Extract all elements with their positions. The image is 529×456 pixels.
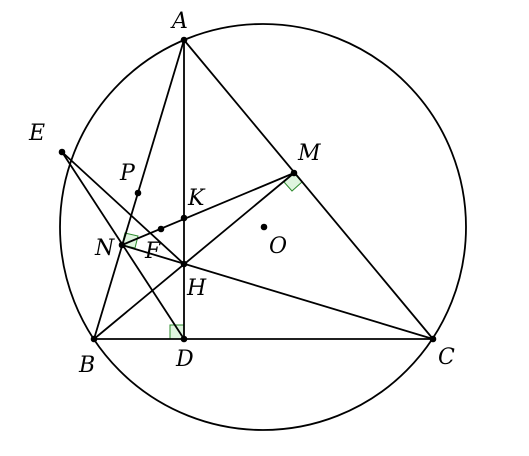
label-d: D (175, 347, 194, 372)
point-h (180, 260, 188, 268)
label-b: B (78, 353, 95, 378)
segment-bm (93, 172, 295, 340)
label-c: C (438, 345, 455, 370)
point-b (90, 335, 98, 343)
point-f (157, 225, 165, 233)
label-p: P (119, 161, 136, 186)
label-e: E (28, 121, 45, 146)
point-d (180, 335, 188, 343)
label-f: F (144, 239, 161, 264)
point-a (180, 36, 188, 44)
point-m (290, 169, 298, 177)
point-p (134, 189, 142, 197)
point-c (429, 335, 437, 343)
label-k: K (187, 186, 206, 211)
point-o (260, 223, 268, 231)
label-h: H (186, 276, 207, 301)
segment-cn (121, 244, 434, 340)
point-n (118, 241, 126, 249)
label-m: M (297, 141, 321, 166)
label-n: N (94, 236, 115, 261)
circumcircle (59, 23, 467, 431)
segment-ab (93, 39, 185, 340)
point-e (58, 148, 66, 156)
point-k (180, 214, 188, 222)
label-o: O (269, 234, 287, 259)
segment-eh (61, 151, 185, 265)
label-a: A (170, 9, 188, 34)
segment-ac (183, 39, 434, 340)
